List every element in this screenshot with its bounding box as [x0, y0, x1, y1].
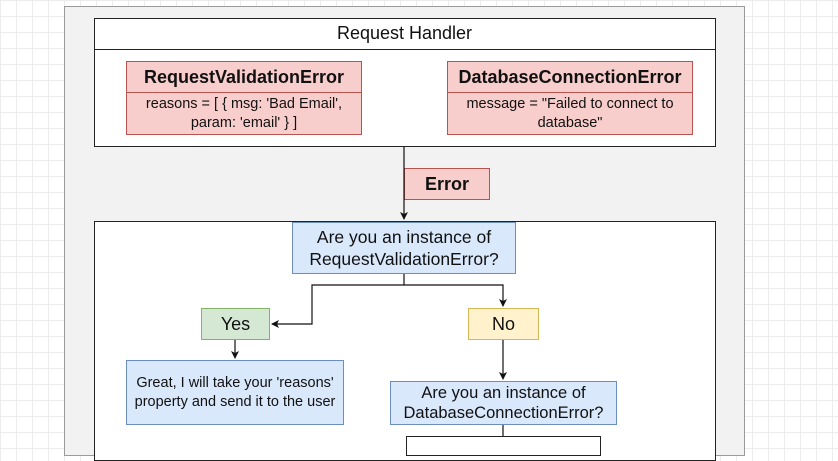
database-connection-error-body: message = "Failed to connect to database…	[447, 93, 693, 135]
decision1-line2: RequestValidationError?	[309, 249, 499, 269]
decision2-line2: DatabaseConnectionError?	[403, 404, 604, 422]
decision1-line1: Are you an instance of	[316, 227, 492, 247]
db-body-line2: database"	[537, 114, 603, 131]
error-box: Error	[404, 168, 490, 200]
request-validation-error-body: reasons = [ { msg: 'Bad Email', param: '…	[126, 93, 362, 135]
send-reasons-box: Great, I will take your 'reasons' proper…	[126, 360, 344, 425]
validation-body-line1: reasons = [ { msg: 'Bad Email',	[145, 95, 343, 112]
connector-arrows	[231, 147, 507, 436]
no-box: No	[468, 308, 539, 340]
request-handler-title: Request Handler	[94, 18, 715, 50]
yes-box: Yes	[201, 308, 270, 340]
validation-body-line2: param: 'email' } ]	[190, 114, 298, 131]
yes-action-line2: property and send it to the user	[134, 393, 336, 410]
database-connection-error-header: DatabaseConnectionError	[447, 61, 693, 93]
db-body-line1: message = "Failed to connect to	[466, 95, 674, 112]
yes-action-line1: Great, I will take your 'reasons'	[136, 374, 334, 391]
request-validation-error-header: RequestValidationError	[126, 61, 362, 93]
decision-request-validation: Are you an instance of RequestValidation…	[292, 222, 516, 274]
decision2-line1: Are you an instance of	[421, 384, 586, 402]
arrow-decision-to-yes	[271, 274, 405, 328]
arrow-decision-to-no	[404, 284, 507, 307]
decision-database-connection: Are you an instance of DatabaseConnectio…	[390, 381, 617, 425]
